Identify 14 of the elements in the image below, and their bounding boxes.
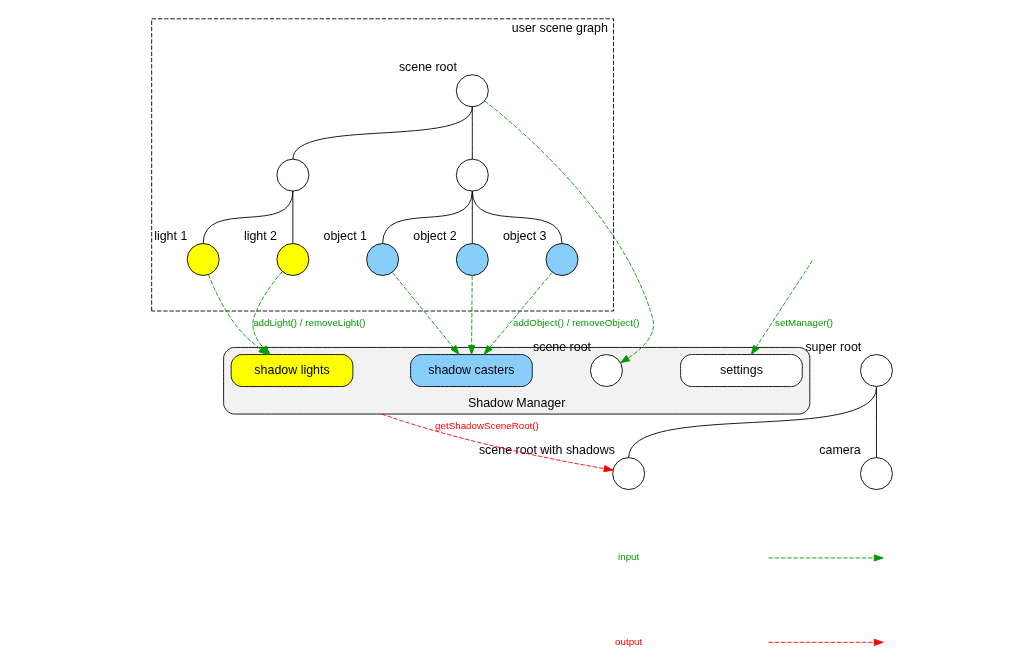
node-label: object 1: [323, 229, 367, 244]
node-label: object 3: [502, 229, 546, 244]
edge-label: setManager(): [774, 316, 833, 328]
node-label: light 2: [243, 229, 277, 244]
legend-label: output: [614, 635, 642, 647]
node-label: object 2: [412, 229, 457, 244]
node-label: scene root: [398, 60, 457, 75]
node-label: camera: [818, 443, 861, 458]
edge-label: getShadowSceneRoot(): [434, 419, 539, 431]
node-label: light 1: [153, 229, 187, 244]
node-label: scene root with shadows: [478, 443, 615, 458]
edge-label: addLight() / removeLight(): [252, 316, 365, 328]
edge-label: addObject() / removeObject(): [512, 316, 639, 328]
legend-label: input: [617, 551, 639, 563]
